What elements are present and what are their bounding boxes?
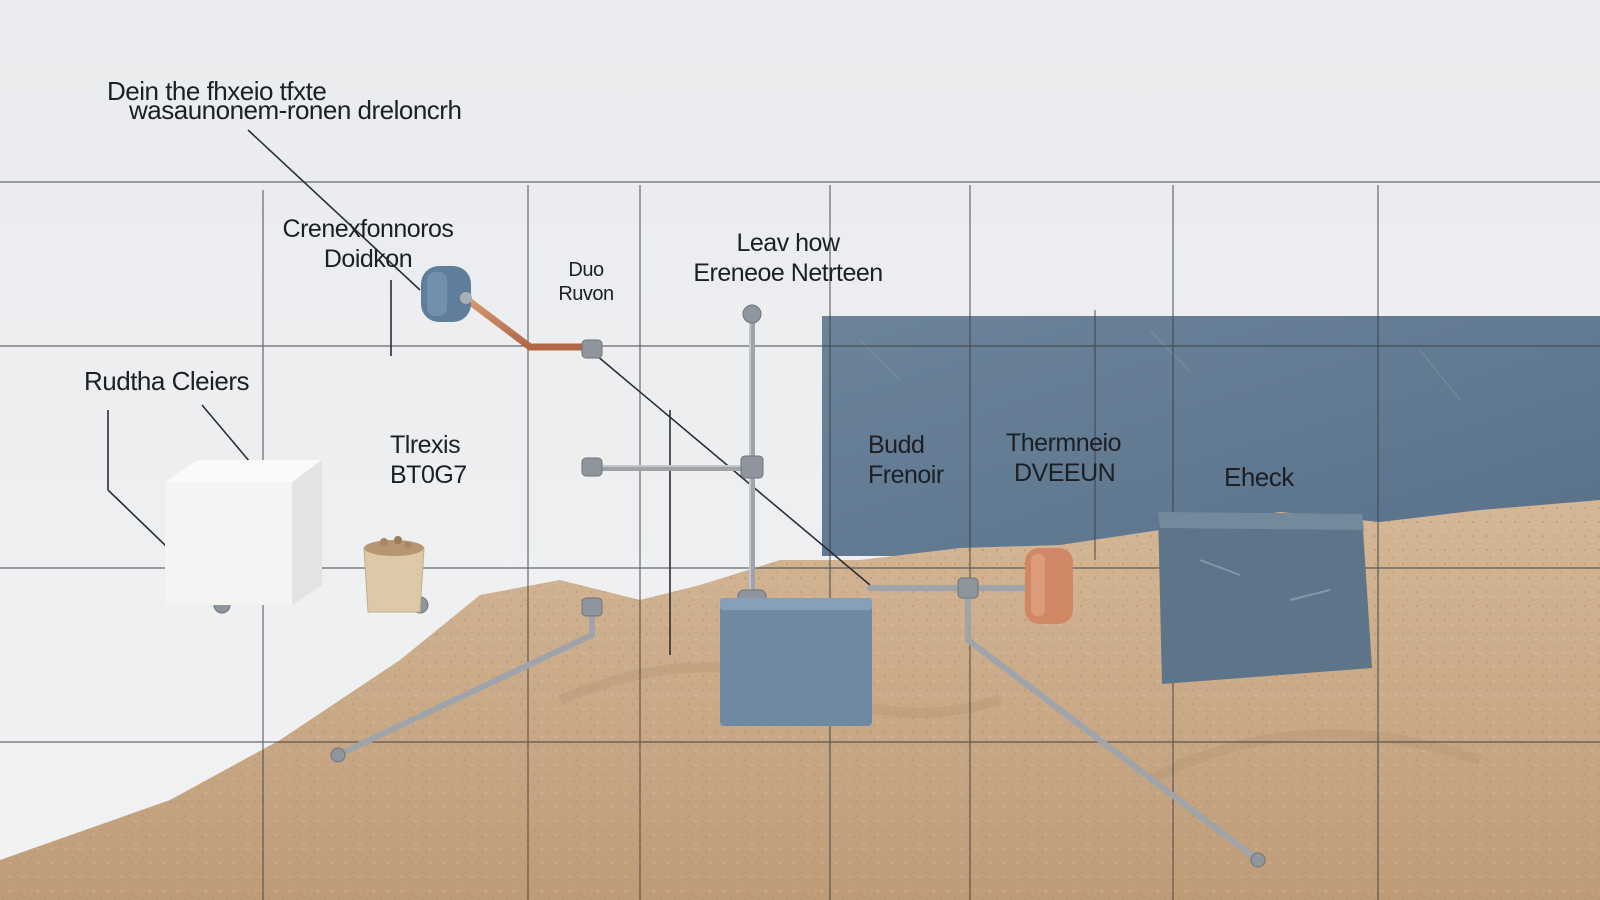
copper-coupling-icon [1025,548,1073,624]
budd-callout-line-2: Frenoir [868,461,944,489]
leav-callout-line-1: Leav how [736,229,840,257]
top-callout-line-2: wasaunonem-ronen dreloncrh [129,95,462,126]
blue-concrete-block [720,598,872,726]
tlrexis-callout-label: Tlrexis BT0G7 [390,430,467,490]
leav-callout-label: Leav how Ereneoe Netrteen [678,228,898,288]
tlrexis-callout-line-2: BT0G7 [390,461,467,489]
slate-stone-block [1158,512,1372,684]
rudtha-callout-line-1: Rudtha Cleiers [84,366,249,396]
blue-valve-icon [421,266,472,322]
top-callout-line-1: Dein the fhxeio tfxte [107,76,327,106]
top-callout-label: Dein the fhxeio tfxte wasaunonem-ronen d… [107,76,462,126]
rudtha-callout-label: Rudtha Cleiers [84,366,249,397]
thermo-callout-line-2: DVEEUN [1014,459,1116,487]
duo-callout-label: Duo Ruvon [538,258,634,306]
white-junction-box [165,460,322,605]
slate-texture [859,329,1461,401]
crane-callout-label: Crenexfonnoros Doidkon [268,214,468,274]
thermo-callout-line-1: Thermneio [1006,429,1122,457]
tlrexis-callout-line-1: Tlrexis [390,431,461,459]
duo-callout-line-2: Ruvon [558,283,614,305]
leav-callout-line-2: Ereneoe Netrteen [693,259,883,287]
crane-callout-line-1: Crenexfonnoros [282,215,454,243]
thermo-callout-label: Thermneio DVEEUN [1006,428,1122,488]
check-callout-line-1: Eheck [1224,462,1294,492]
sand-filter-cup-icon [363,536,425,613]
check-callout-label: Eheck [1224,462,1294,493]
budd-callout-label: Budd Frenoir [868,430,944,490]
budd-callout-line-1: Budd [868,431,925,459]
duo-callout-line-1: Duo [568,259,604,281]
crane-callout-line-2: Doidkon [323,245,413,273]
